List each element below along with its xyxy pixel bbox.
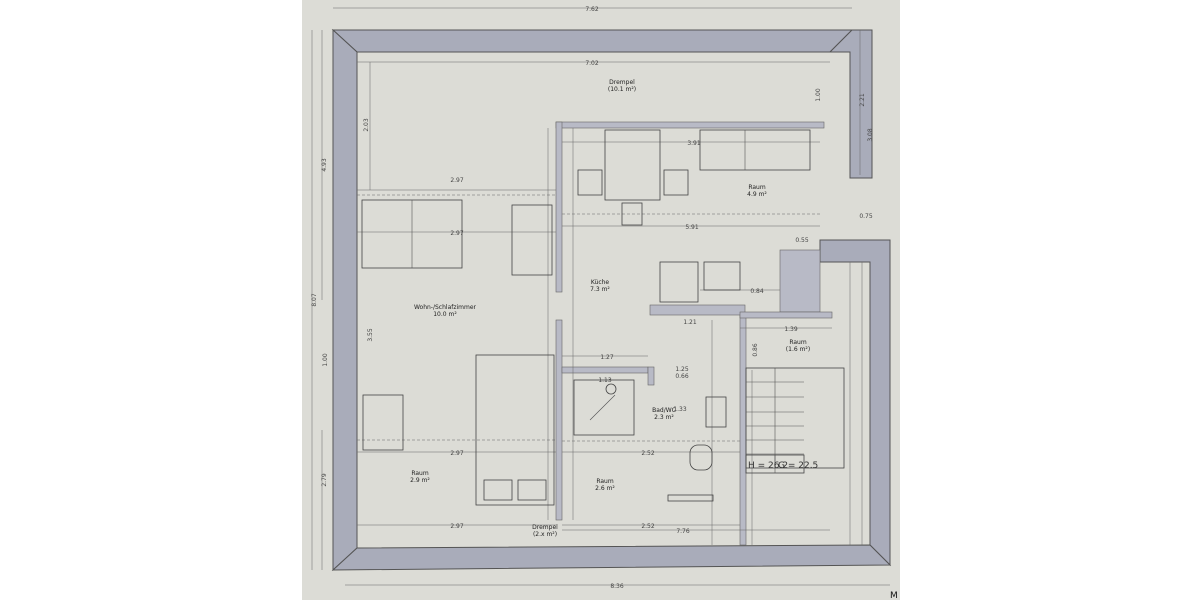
furniture: [361, 129, 811, 506]
dim-left-upper: 4.93: [321, 158, 328, 172]
dim-252b: 2.52: [641, 523, 655, 530]
dim-075: 0.75: [859, 213, 873, 220]
dim-297d: 2.97: [450, 523, 464, 530]
dim-591: 5.91: [685, 224, 699, 231]
desk: [362, 394, 404, 451]
interior-walls: [555, 121, 833, 546]
stove: [659, 261, 699, 303]
room-raum-upper-area: 4.9 m²: [747, 191, 767, 198]
room-drempel-top-name: Drempel: [609, 79, 635, 86]
dim-left-lower: 2.79: [321, 473, 328, 487]
stair-rise: H = 26.2: [748, 461, 788, 471]
bed: [475, 354, 555, 506]
dim-bottom-outer: 8.36: [610, 583, 624, 590]
dimension-lines: [311, 7, 890, 586]
dim-133: 1.33: [673, 406, 687, 413]
sink: [703, 261, 741, 291]
room-kueche-area: 7.3 m²: [590, 286, 610, 293]
room-raum-mid-area: 2.6 m²: [595, 485, 615, 492]
dim-297b: 2.97: [450, 230, 464, 237]
toilet: [689, 444, 713, 471]
room-raum-upper-name: Raum: [748, 184, 766, 191]
room-raum-mid-name: Raum: [596, 478, 614, 485]
room-raum-small-area: (1.6 m²): [786, 346, 810, 353]
room-drempel-bottom-name: Drempel: [532, 524, 558, 531]
dim-066: 0.66: [675, 373, 689, 380]
dim-right-308: 3.08: [867, 128, 874, 142]
room-labels: Drempel (10.1 m²) Raum 4.9 m² Küche 7.3 …: [410, 79, 810, 538]
dim-right-221: 2.21: [859, 93, 866, 107]
outer-walls: [331, 28, 892, 572]
dim-right-100: 1.00: [815, 88, 822, 102]
dim-355: 3.55: [367, 328, 374, 342]
room-drempel-top-area: (10.1 m²): [608, 86, 636, 93]
shower: [573, 379, 635, 436]
dim-top-inner: 7.02: [585, 60, 599, 67]
dim-113: 1.13: [598, 377, 612, 384]
dim-776: 7.76: [676, 528, 690, 535]
dim-252a: 2.52: [641, 450, 655, 457]
room-raum-small-name: Raum: [789, 339, 807, 346]
room-drempel-bottom-area: (2.x m²): [533, 531, 557, 538]
dim-086: 0.86: [752, 343, 759, 357]
dimension-labels: 7.62 7.02 8.36 2.97 2.97 2.97 2.97 3.91 …: [311, 6, 874, 590]
dim-084: 0.84: [750, 288, 764, 295]
cabinet: [511, 204, 553, 276]
washbasin: [705, 396, 727, 428]
room-bad-area: 2.3 m²: [654, 414, 674, 421]
corner-mark: M: [890, 591, 898, 600]
room-wohn-area: 10.0 m²: [433, 311, 457, 318]
dim-391: 3.91: [687, 140, 701, 147]
kitchen-units: [699, 129, 811, 171]
room-bad-name: Bad/WC: [652, 407, 676, 414]
room-raum-left-area: 2.9 m²: [410, 477, 430, 484]
dim-top-outer: 7.62: [585, 6, 599, 13]
dim-297a: 2.97: [450, 177, 464, 184]
room-kueche-name: Küche: [591, 279, 610, 286]
dim-left-203: 2.03: [363, 118, 370, 132]
dim-121: 1.21: [683, 319, 697, 326]
dim-055: 0.55: [795, 237, 809, 244]
dim-100: 1.00: [322, 353, 329, 367]
staircase: H = 26.2 G = 22.5: [745, 367, 845, 474]
room-wohn-name: Wohn-/Schlafzimmer: [414, 304, 477, 311]
dim-297c: 2.97: [450, 450, 464, 457]
dim-125: 1.25: [675, 366, 689, 373]
dim-139: 1.39: [784, 326, 798, 333]
room-raum-left-name: Raum: [411, 470, 429, 477]
dining-table: [604, 129, 661, 201]
dim-left-total: 8.07: [311, 293, 318, 307]
stair-going: G = 22.5: [778, 461, 818, 471]
dim-127: 1.27: [600, 354, 614, 361]
